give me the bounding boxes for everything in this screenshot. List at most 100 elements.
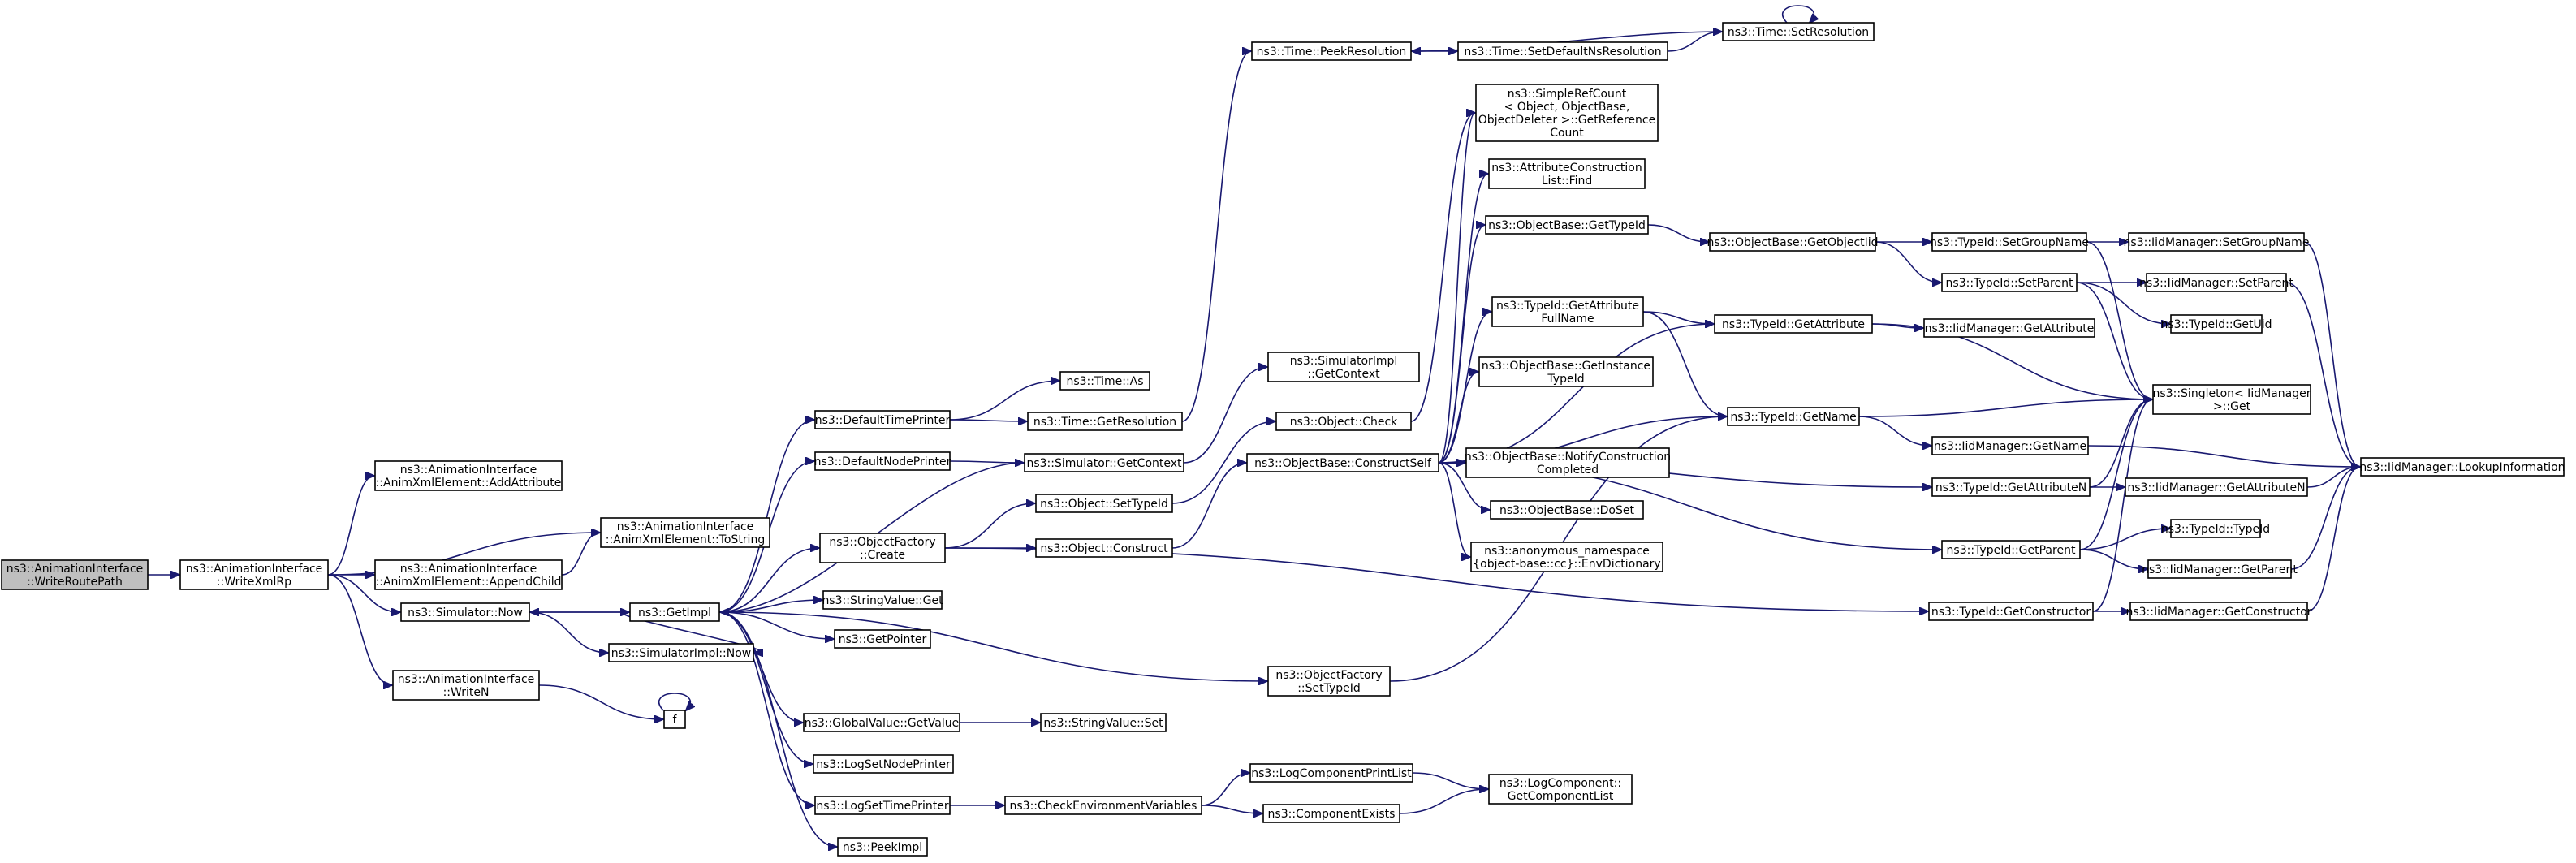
node-objbasegetobjectiid[interactable]: ns3::ObjectBase::GetObjectIid [1707,232,1879,252]
node-iidmgrsetparent[interactable]: ns3::IidManager::SetParent [2139,273,2293,292]
node-box[interactable] [1457,41,1668,61]
node-box[interactable] [1465,447,1670,478]
node-iidmgrsetgroupname[interactable]: ns3::IidManager::SetGroupName [2124,232,2310,252]
node-objbasegettypeid[interactable]: ns3::ObjectBase::GetTypeId [1485,215,1649,235]
node-objsettypeid[interactable]: ns3::Object::SetTypeId [1035,494,1173,513]
node-typeidgetattribute[interactable]: ns3::TypeId::GetAttribute [1714,314,1873,334]
node-simplerefcount[interactable]: ns3::SimpleRefCount< Object, ObjectBase,… [1475,84,1659,142]
node-box[interactable] [1475,84,1659,142]
node-typeidsetgroupname[interactable]: ns3::TypeId::SetGroupName [1930,232,2089,252]
node-box[interactable] [1931,477,2091,497]
node-box[interactable] [1246,453,1439,472]
node-box[interactable] [1470,542,1663,572]
node-box[interactable] [814,451,951,471]
node-typeidsetparent[interactable]: ns3::TypeId::SetParent [1941,273,2078,292]
node-objbasedoset[interactable]: ns3::ObjectBase::DoSet [1490,500,1644,520]
node-box[interactable] [1251,41,1412,61]
node-box[interactable] [822,590,943,610]
node-root[interactable]: ns3::AnimationInterface::WriteRoutePath [1,559,149,590]
node-box[interactable] [1491,296,1644,327]
node-box[interactable] [1059,371,1150,391]
node-simgetctx[interactable]: ns3::Simulator::GetContext [1024,453,1184,472]
node-box[interactable] [1488,158,1646,189]
node-typeidtypeid[interactable]: ns3::TypeId::TypeId [2161,519,2270,538]
node-box[interactable] [2170,314,2263,334]
node-timegetres[interactable]: ns3::Time::GetResolution [1027,412,1183,431]
node-box[interactable] [2129,602,2308,621]
node-box[interactable] [2170,519,2261,538]
node-box[interactable] [2147,559,2292,579]
node-logsetnodeprinter[interactable]: ns3::LogSetNodePrinter [813,754,954,774]
node-box[interactable] [813,754,954,774]
node-box[interactable] [1727,407,1860,426]
node-box[interactable] [814,410,951,429]
node-box[interactable] [374,460,563,491]
node-singletonget[interactable]: ns3::Singleton< IidManager>::Get [2152,384,2311,415]
node-iidmgrgetattribute[interactable]: ns3::IidManager::GetAttribute [1923,318,2095,338]
node-box[interactable] [2360,457,2565,477]
node-box[interactable] [1714,314,1873,334]
node-box[interactable] [663,710,686,729]
node-appendchild[interactable]: ns3::AnimationInterface::AnimXmlElement:… [374,559,563,590]
node-tostring[interactable]: ns3::AnimationInterface::AnimXmlElement:… [600,517,770,548]
node-box[interactable] [1267,352,1420,382]
node-timeas[interactable]: ns3::Time::As [1059,371,1150,391]
node-iidmgrgetparent[interactable]: ns3::IidManager::GetParent [2142,559,2298,579]
node-objfactsettypeid[interactable]: ns3::ObjectFactory::SetTypeId [1267,666,1391,697]
node-stringvalueget[interactable]: ns3::StringValue::Get [822,590,943,610]
node-box[interactable] [814,796,951,815]
node-logsettimeprinter[interactable]: ns3::LogSetTimePrinter [814,796,951,815]
node-box[interactable] [2146,273,2287,292]
node-defnodeprinter[interactable]: ns3::DefaultNodePrinter [814,451,951,471]
node-box[interactable] [1267,666,1391,697]
node-box[interactable] [392,670,540,701]
node-timesetres[interactable]: ns3::Time::SetResolution [1722,22,1875,41]
node-box[interactable] [1490,500,1644,520]
node-simnow[interactable]: ns3::Simulator::Now [400,602,530,622]
node-typeidgetparent[interactable]: ns3::TypeId::GetParent [1941,540,2081,559]
node-objcheck[interactable]: ns3::Object::Check [1275,412,1412,431]
node-box[interactable] [1275,412,1412,431]
node-box[interactable] [1485,215,1649,235]
node-objfactcreate[interactable]: ns3::ObjectFactory::Create [819,533,946,563]
node-iidmgrgetattributen[interactable]: ns3::IidManager::GetAttributeN [2125,477,2308,497]
node-box[interactable] [1249,763,1413,783]
node-logcompgetlist[interactable]: ns3::LogComponent::GetComponentList [1488,774,1633,805]
node-box[interactable] [1488,774,1633,805]
node-box[interactable] [803,713,960,732]
node-addattr[interactable]: ns3::AnimationInterface::AnimXmlElement:… [374,460,563,491]
node-logcompprintlist[interactable]: ns3::LogComponentPrintList [1249,763,1413,783]
node-box[interactable] [1931,232,2087,252]
node-box[interactable] [1024,453,1184,472]
node-timesetdefaultns[interactable]: ns3::Time::SetDefaultNsResolution [1457,41,1668,61]
node-box[interactable] [2152,384,2311,415]
node-box[interactable] [1035,538,1173,558]
node-box[interactable] [1027,412,1183,431]
node-iidmgrlookup[interactable]: ns3::IidManager::LookupInformation [2359,457,2565,477]
node-gvgetvalue[interactable]: ns3::GlobalValue::GetValue [803,713,960,732]
node-objconstruct[interactable]: ns3::Object::Construct [1035,538,1173,558]
node-getpointer[interactable]: ns3::GetPointer [834,629,931,649]
node-box[interactable] [1709,232,1876,252]
node-iidmgrgetconstructor[interactable]: ns3::IidManager::GetConstructor [2125,602,2312,621]
node-box[interactable] [629,602,720,622]
node-typeidgetconstructor[interactable]: ns3::TypeId::GetConstructor [1928,602,2094,621]
node-box[interactable] [1923,318,2095,338]
node-box[interactable] [1928,602,2094,621]
node-checkenv[interactable]: ns3::CheckEnvironmentVariables [1004,796,1202,815]
node-simimplnow[interactable]: ns3::SimulatorImpl::Now [608,643,754,662]
node-deftimeprinter[interactable]: ns3::DefaultTimePrinter [814,410,951,429]
node-box[interactable] [1931,436,2089,455]
node-box[interactable] [1941,540,2081,559]
node-box[interactable] [2128,232,2305,252]
node-f[interactable]: f [663,710,686,729]
node-objbasenotify[interactable]: ns3::ObjectBase::NotifyConstructionCompl… [1465,447,1671,478]
node-box[interactable] [1040,713,1167,732]
node-box[interactable] [1004,796,1202,815]
node-typeidgetuid[interactable]: ns3::TypeId::GetUid [2160,314,2272,334]
node-anonenvdict[interactable]: ns3::anonymous_namespace{object-base::cc… [1470,542,1663,572]
node-iidmgrgetname[interactable]: ns3::IidManager::GetName [1931,436,2089,455]
node-writexmlrp[interactable]: ns3::AnimationInterface::WriteXmlRp [179,559,329,590]
